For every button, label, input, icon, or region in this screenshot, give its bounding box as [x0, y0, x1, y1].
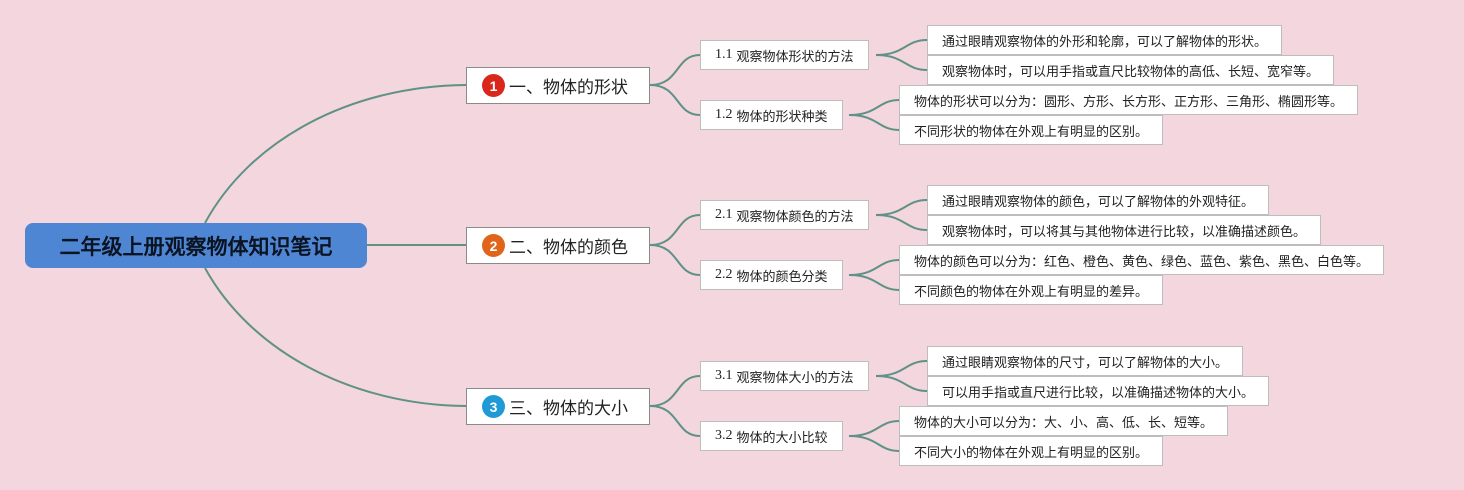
connector-2-2-leaf-1: [848, 259, 900, 276]
leaf-text: 通过眼睛观察物体的颜色，可以了解物体的外观特征。: [942, 194, 1255, 210]
leaf-1-2-1[interactable]: 物体的形状可以分为：圆形、方形、长方形、正方形、三角形、椭圆形等。: [899, 85, 1359, 115]
leaf-text: 通过眼睛观察物体的外形和轮廓，可以了解物体的形状。: [942, 34, 1268, 50]
connector-branch-3-sub-1: [649, 375, 701, 407]
branch-1[interactable]: 1 一、物体的形状: [466, 67, 650, 104]
subtopic-label: 物体的形状种类: [736, 109, 828, 125]
leaf-3-1-1[interactable]: 通过眼睛观察物体的尺寸，可以了解物体的大小。: [927, 346, 1244, 376]
subtopic-number: 1.1: [715, 47, 733, 62]
number-badge-icon: 1: [482, 74, 505, 97]
connector-branch-3-sub-2: [649, 405, 701, 437]
leaf-text: 不同形状的物体在外观上有明显的区别。: [914, 124, 1149, 140]
subtopic-2-2[interactable]: 2.2 物体的颜色分类: [700, 260, 843, 290]
subtopic-number: 2.2: [715, 267, 733, 282]
connector-3-1-leaf-2: [875, 375, 928, 392]
subtopic-label: 物体的颜色分类: [736, 269, 828, 285]
subtopic-label: 物体的大小比较: [736, 430, 828, 446]
connector-1-1-leaf-2: [875, 54, 928, 71]
subtopic-label: 观察物体颜色的方法: [736, 209, 854, 225]
subtopic-1-1[interactable]: 1.1 观察物体形状的方法: [700, 40, 869, 70]
subtopic-number: 3.2: [715, 428, 733, 443]
connector-branch-2-sub-2: [649, 244, 701, 276]
leaf-1-1-2[interactable]: 观察物体时，可以用手指或直尺比较物体的高低、长短、宽窄等。: [927, 55, 1335, 85]
connector-1-2-leaf-2: [848, 114, 900, 131]
leaf-text: 不同颜色的物体在外观上有明显的差异。: [914, 284, 1149, 300]
subtopic-label: 观察物体大小的方法: [736, 370, 854, 386]
connector-3-1-leaf-1: [875, 360, 928, 377]
leaf-3-1-2[interactable]: 可以用手指或直尺进行比较，以准确描述物体的大小。: [927, 376, 1270, 406]
subtopic-number: 1.2: [715, 107, 733, 122]
leaf-text: 可以用手指或直尺进行比较，以准确描述物体的大小。: [942, 385, 1255, 401]
leaf-text: 观察物体时，可以用手指或直尺比较物体的高低、长短、宽窄等。: [942, 64, 1320, 80]
connector-3-2-leaf-2: [848, 435, 900, 452]
number-badge-icon: 2: [482, 234, 505, 257]
leaf-text: 通过眼睛观察物体的尺寸，可以了解物体的大小。: [942, 355, 1229, 371]
leaf-text: 不同大小的物体在外观上有明显的区别。: [914, 445, 1149, 461]
connector-1-1-leaf-1: [875, 39, 928, 56]
branch-2[interactable]: 2 二、物体的颜色: [466, 227, 650, 264]
subtopic-label: 观察物体形状的方法: [736, 49, 854, 65]
connector-branch-2-sub-1: [649, 214, 701, 246]
leaf-1-1-1[interactable]: 通过眼睛观察物体的外形和轮廓，可以了解物体的形状。: [927, 25, 1283, 55]
leaf-2-1-2[interactable]: 观察物体时，可以将其与其他物体进行比较，以准确描述颜色。: [927, 215, 1322, 245]
connector-branch-1-sub-1: [649, 54, 701, 86]
branch-3[interactable]: 3 三、物体的大小: [466, 388, 650, 425]
subtopic-1-2[interactable]: 1.2 物体的形状种类: [700, 100, 843, 130]
leaf-text: 物体的颜色可以分为：红色、橙色、黄色、绿色、蓝色、紫色、黑色、白色等。: [914, 254, 1370, 270]
leaf-3-2-2[interactable]: 不同大小的物体在外观上有明显的区别。: [899, 436, 1164, 466]
branch-label: 二、物体的颜色: [509, 238, 628, 258]
subtopic-number: 2.1: [715, 207, 733, 222]
branch-label: 三、物体的大小: [509, 399, 628, 419]
leaf-2-1-1[interactable]: 通过眼睛观察物体的颜色，可以了解物体的外观特征。: [927, 185, 1270, 215]
root-topic[interactable]: 二年级上册观察物体知识笔记: [25, 223, 367, 268]
subtopic-number: 3.1: [715, 368, 733, 383]
connector-branch-1-sub-2: [649, 84, 701, 116]
connector-2-1-leaf-1: [875, 199, 928, 216]
leaf-3-2-1[interactable]: 物体的大小可以分为：大、小、高、低、长、短等。: [899, 406, 1229, 436]
number-badge-icon: 3: [482, 395, 505, 418]
leaf-text: 物体的大小可以分为：大、小、高、低、长、短等。: [914, 415, 1214, 431]
subtopic-3-2[interactable]: 3.2 物体的大小比较: [700, 421, 843, 451]
subtopic-2-1[interactable]: 2.1 观察物体颜色的方法: [700, 200, 869, 230]
root-title: 二年级上册观察物体知识笔记: [59, 234, 333, 259]
leaf-text: 观察物体时，可以将其与其他物体进行比较，以准确描述颜色。: [942, 224, 1307, 240]
connector-2-1-leaf-2: [875, 214, 928, 231]
leaf-2-2-2[interactable]: 不同颜色的物体在外观上有明显的差异。: [899, 275, 1164, 305]
connector-2-2-leaf-2: [848, 274, 900, 291]
subtopic-3-1[interactable]: 3.1 观察物体大小的方法: [700, 361, 869, 391]
leaf-text: 物体的形状可以分为：圆形、方形、长方形、正方形、三角形、椭圆形等。: [914, 94, 1344, 110]
connector-root-branch-1: [204, 84, 467, 224]
branch-label: 一、物体的形状: [509, 78, 628, 98]
connector-1-2-leaf-1: [848, 99, 900, 116]
leaf-2-2-1[interactable]: 物体的颜色可以分为：红色、橙色、黄色、绿色、蓝色、紫色、黑色、白色等。: [899, 245, 1385, 275]
connector-root-branch-3: [204, 267, 467, 407]
connector-3-2-leaf-1: [848, 420, 900, 437]
leaf-1-2-2[interactable]: 不同形状的物体在外观上有明显的区别。: [899, 115, 1164, 145]
